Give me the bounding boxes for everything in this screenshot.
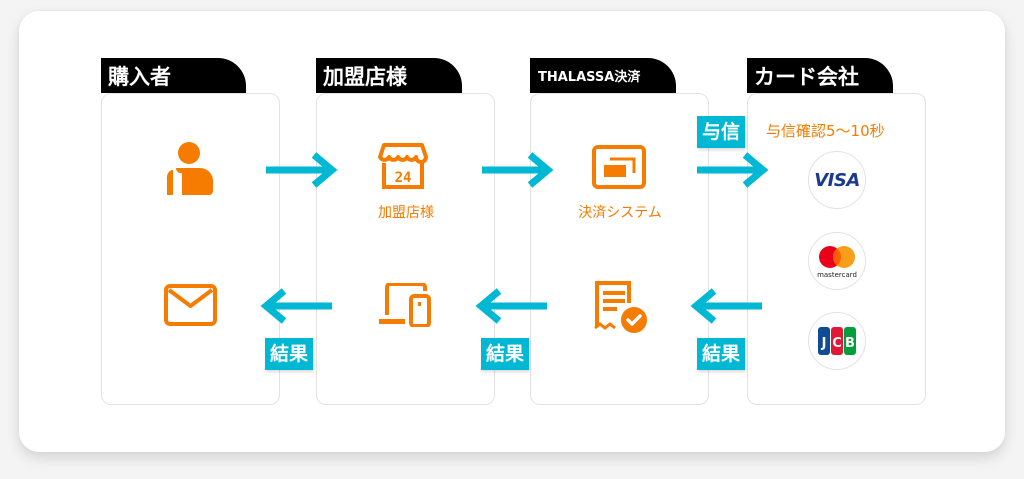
store-24-icon: 24: [378, 143, 428, 189]
arrow-left-card-to-system: [690, 288, 762, 324]
column-thalassa: [530, 93, 709, 405]
svg-text:C: C: [832, 336, 842, 351]
merchant-label: 加盟店様: [378, 205, 434, 221]
visa-text: VISA: [814, 169, 860, 191]
person-icon: [166, 142, 213, 195]
receipt-check-icon: [594, 281, 647, 333]
jcb-icon: J C B: [818, 327, 856, 355]
result-badge-3: 結果: [697, 338, 746, 370]
result-badge-1: 結果: [265, 338, 314, 370]
mastercard-logo: mastercard: [808, 232, 866, 290]
mastercard-icon: mastercard: [817, 246, 857, 279]
mail-icon: [164, 284, 217, 326]
devices-icon: [379, 283, 431, 327]
mastercard-text: mastercard: [817, 271, 857, 279]
arrow-right-system-to-card: [697, 152, 769, 188]
column-title-thalassa: THALASSA決済: [530, 58, 676, 93]
svg-text:J: J: [821, 336, 827, 351]
arrow-right-merchant-to-system: [482, 152, 554, 188]
result-badge-2: 結果: [481, 338, 530, 370]
credit-note: 与信確認5〜10秒: [766, 122, 885, 140]
credit-badge: 与信: [697, 116, 746, 148]
visa-logo: VISA: [808, 151, 866, 209]
column-title-buyer: 購入者: [101, 58, 246, 93]
system-label: 決済システム: [578, 205, 662, 221]
arrow-right-buyer-to-merchant: [266, 152, 338, 188]
arrow-left-system-to-merchant: [475, 288, 547, 324]
arrow-left-merchant-to-buyer: [260, 288, 332, 324]
column-title-card-company: カード会社: [747, 58, 893, 93]
column-merchant: [316, 93, 495, 405]
jcb-logo: J C B: [808, 312, 866, 370]
payment-system-icon: [592, 145, 646, 189]
column-title-merchant: 加盟店様: [316, 58, 462, 93]
svg-text:B: B: [845, 336, 855, 351]
svg-text:24: 24: [395, 170, 412, 186]
